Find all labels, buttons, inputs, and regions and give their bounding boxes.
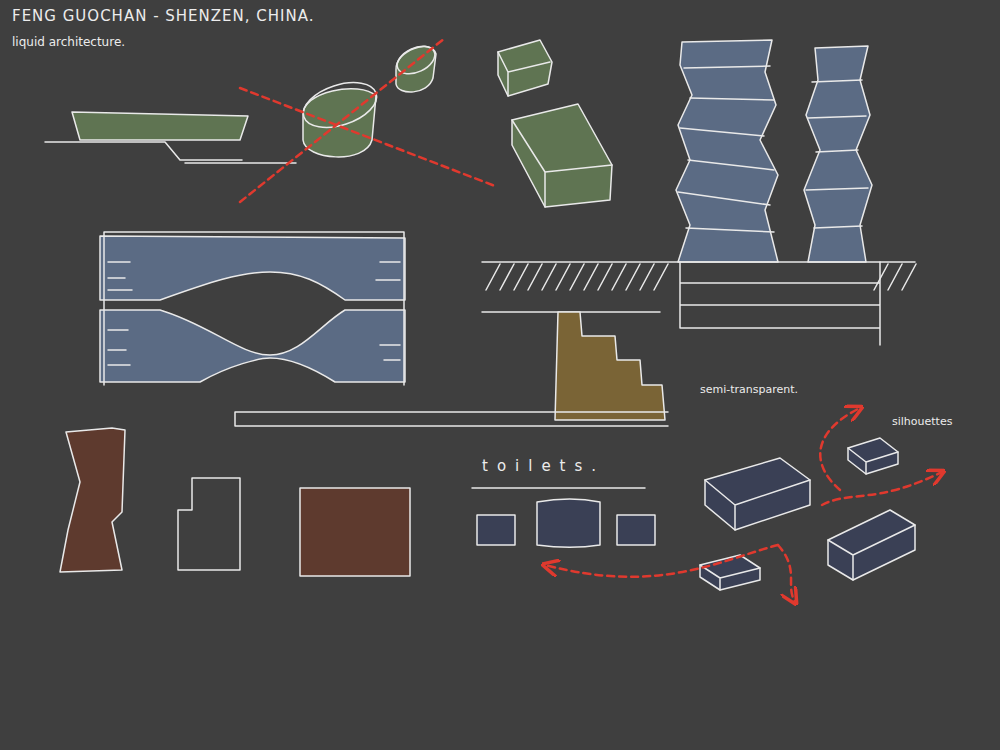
underline [472, 487, 645, 489]
ground-line [482, 261, 915, 263]
annotation: silhouettes [892, 416, 952, 428]
ground-line [185, 162, 296, 164]
basement-lines [680, 262, 880, 345]
green-box [512, 104, 612, 207]
box-edge [700, 565, 760, 590]
plan-shape [60, 428, 125, 572]
plan-shape [300, 488, 410, 576]
box-edge [828, 525, 915, 580]
toilet-box [537, 499, 600, 547]
stair-section [555, 312, 665, 420]
band-marks [104, 232, 404, 385]
box-edge [705, 480, 810, 530]
box-edge [498, 52, 550, 96]
green-box [498, 40, 552, 96]
liquid-band [100, 310, 405, 382]
liquid-band [100, 236, 405, 300]
subtitle-note: liquid architecture. [12, 36, 125, 49]
floor-line [678, 66, 868, 232]
plan-outline [178, 478, 240, 570]
earth-hatch [486, 264, 916, 290]
flow-arrow [820, 408, 860, 490]
flow-arrow [545, 545, 778, 577]
annotation: semi-transparent. [700, 384, 798, 396]
liquid-tower [804, 46, 872, 262]
box-edge [848, 448, 898, 474]
cut-line [240, 38, 445, 202]
toilet-box [477, 515, 515, 545]
sheet-title: FENG GUOCHAN - SHENZEN, CHINA. [12, 8, 314, 25]
green-slab [72, 112, 248, 140]
ground-line [235, 412, 668, 426]
group-label: toilets. [482, 458, 605, 475]
flow-arrow [778, 545, 795, 602]
box-edge [512, 120, 612, 207]
pavilion-box [828, 510, 915, 580]
pavilion-box [848, 438, 898, 474]
bowl-volume [396, 47, 436, 92]
ground-line [45, 142, 242, 160]
pavilion-box [705, 458, 810, 530]
toilet-box [617, 515, 655, 545]
